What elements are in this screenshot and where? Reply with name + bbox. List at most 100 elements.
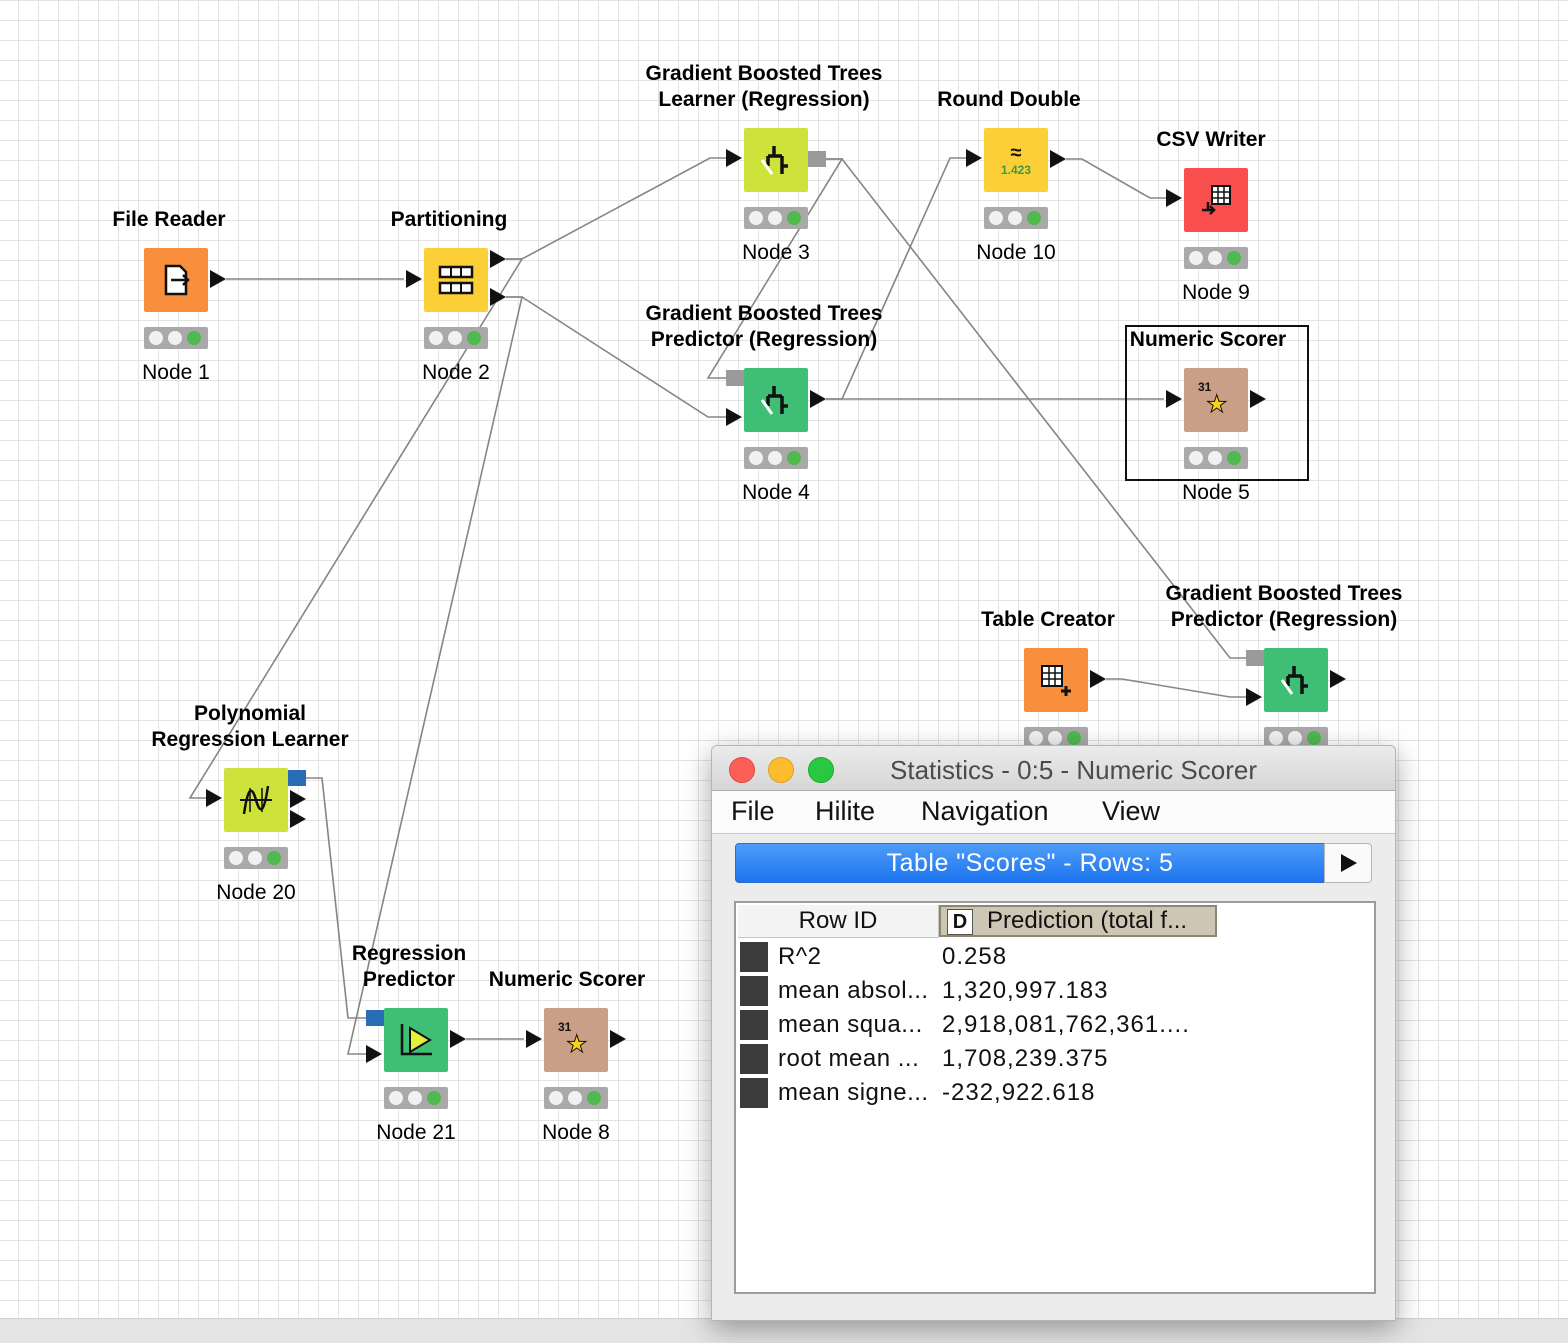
output-port[interactable] bbox=[1250, 390, 1266, 408]
model-input-port[interactable] bbox=[366, 1010, 384, 1026]
window-minimize-button[interactable] bbox=[768, 757, 794, 783]
input-port[interactable] bbox=[406, 270, 422, 288]
output-port[interactable] bbox=[450, 1030, 466, 1048]
table-row[interactable]: mean squa... 2,918,081,762,361.... bbox=[738, 1008, 1368, 1042]
output-port[interactable] bbox=[1050, 150, 1066, 168]
statistics-window: Statistics - 0:5 - Numeric Scorer File H… bbox=[711, 745, 1396, 1321]
node-label[interactable]: Node 3 bbox=[742, 241, 810, 264]
table-row[interactable]: R^2 0.258 bbox=[738, 940, 1368, 974]
input-port[interactable] bbox=[966, 149, 982, 167]
node-status-traffic-light bbox=[424, 327, 488, 349]
model-input-port[interactable] bbox=[726, 370, 744, 386]
table-row[interactable]: root mean ... 1,708,239.375 bbox=[738, 1042, 1368, 1076]
input-port[interactable] bbox=[1166, 390, 1182, 408]
row-id-cell: mean absol... bbox=[778, 977, 929, 1004]
node-label[interactable]: Node 20 bbox=[216, 881, 296, 904]
node-title: Partitioning bbox=[390, 208, 508, 231]
numeric-scorer-node[interactable]: 31 ★ bbox=[544, 1008, 608, 1072]
node-label[interactable]: Node 2 bbox=[422, 361, 490, 384]
node-title: Regression Predictor bbox=[351, 942, 467, 991]
output-port[interactable] bbox=[210, 270, 226, 288]
table-row[interactable]: mean signe... -232,922.618 bbox=[738, 1076, 1368, 1110]
approx-icon: ≈ bbox=[1010, 142, 1022, 164]
round-double-icon-text: 1.423 bbox=[1000, 163, 1032, 177]
node-status-traffic-light bbox=[1184, 247, 1248, 269]
input-port[interactable] bbox=[526, 1030, 542, 1048]
menu-navigation[interactable]: Navigation bbox=[921, 796, 1049, 826]
scores-table[interactable]: Row ID D Prediction (total f... R^2 0.25… bbox=[734, 901, 1376, 1294]
gbt-learner-node[interactable] bbox=[744, 128, 808, 192]
output-port[interactable] bbox=[610, 1030, 626, 1048]
output-port[interactable] bbox=[290, 790, 306, 808]
row-header-cell[interactable] bbox=[740, 1010, 768, 1040]
output-port[interactable] bbox=[1090, 670, 1106, 688]
input-port[interactable] bbox=[1166, 189, 1182, 207]
output-port[interactable] bbox=[290, 810, 306, 828]
menu-hilite[interactable]: Hilite bbox=[815, 796, 876, 826]
input-port[interactable] bbox=[206, 789, 222, 807]
value-cell: 2,918,081,762,361.... bbox=[942, 1011, 1190, 1038]
node-label[interactable]: Node 8 bbox=[542, 1121, 610, 1144]
model-output-port[interactable] bbox=[288, 770, 306, 786]
node-label[interactable]: Node 9 bbox=[1182, 281, 1250, 304]
output-port[interactable] bbox=[490, 288, 506, 306]
tree-predictor-icon bbox=[760, 386, 788, 415]
row-header-cell[interactable] bbox=[740, 1044, 768, 1074]
horizontal-scrollbar[interactable] bbox=[0, 1318, 1568, 1343]
menu-file[interactable]: File bbox=[731, 796, 775, 826]
value-cell: 0.258 bbox=[942, 943, 1008, 970]
scorer-icon-text: 31 bbox=[558, 1020, 572, 1034]
partitioning-node[interactable] bbox=[424, 248, 488, 312]
node-label[interactable]: Node 5 bbox=[1182, 481, 1250, 504]
node-label[interactable]: Node 21 bbox=[376, 1121, 456, 1144]
node-title: Gradient Boosted Trees Learner (Regressi… bbox=[645, 62, 883, 111]
file-reader-node[interactable] bbox=[144, 248, 208, 312]
menu-view[interactable]: View bbox=[1102, 796, 1161, 826]
node-label[interactable]: Node 1 bbox=[142, 361, 210, 384]
input-port[interactable] bbox=[726, 408, 742, 426]
node-status-traffic-light bbox=[1264, 727, 1328, 749]
predictor-icon bbox=[400, 1024, 432, 1056]
window-close-button[interactable] bbox=[729, 757, 755, 783]
output-port[interactable] bbox=[810, 390, 826, 408]
row-header-cell[interactable] bbox=[740, 976, 768, 1006]
row-header-cell[interactable] bbox=[740, 942, 768, 972]
input-port[interactable] bbox=[366, 1045, 382, 1063]
csv-writer-node[interactable] bbox=[1184, 168, 1248, 232]
column-header-row-id[interactable]: Row ID bbox=[738, 905, 939, 938]
column-header-prediction[interactable]: D Prediction (total f... bbox=[939, 905, 1217, 937]
csv-writer-icon bbox=[1202, 185, 1231, 215]
column-header-label: Prediction (total f... bbox=[987, 907, 1188, 934]
node-status-traffic-light bbox=[1184, 447, 1248, 469]
model-input-port[interactable] bbox=[1246, 650, 1264, 666]
gbt-predictor-node[interactable] bbox=[744, 368, 808, 432]
node-title: Numeric Scorer bbox=[1129, 328, 1287, 351]
table-title-bar: Table "Scores" - Rows: 5 bbox=[735, 843, 1325, 883]
round-double-node[interactable]: ≈ 1.423 bbox=[984, 128, 1048, 192]
gbt-predictor-node[interactable] bbox=[1264, 648, 1328, 712]
input-port[interactable] bbox=[1246, 688, 1262, 706]
node-label[interactable]: Node 10 bbox=[976, 241, 1056, 264]
node-label[interactable]: Node 4 bbox=[742, 481, 810, 504]
table-creator-node[interactable] bbox=[1024, 648, 1088, 712]
window-zoom-button[interactable] bbox=[808, 757, 834, 783]
table-row[interactable]: mean absol... 1,320,997.183 bbox=[738, 974, 1368, 1008]
node-status-traffic-light bbox=[384, 1087, 448, 1109]
regression-predictor-node[interactable] bbox=[384, 1008, 448, 1072]
numeric-scorer-node[interactable]: 31 ★ bbox=[1184, 368, 1248, 432]
table-expand-button[interactable] bbox=[1324, 843, 1372, 883]
input-port[interactable] bbox=[726, 149, 742, 167]
node-title: Round Double bbox=[937, 88, 1081, 111]
node-status-traffic-light bbox=[144, 327, 208, 349]
window-titlebar[interactable]: Statistics - 0:5 - Numeric Scorer bbox=[712, 746, 1395, 791]
row-id-cell: mean squa... bbox=[778, 1011, 923, 1038]
wire-tablecreator-gbt2 bbox=[1106, 678, 1248, 698]
polynomial-regression-learner-node[interactable] bbox=[224, 768, 288, 832]
output-port[interactable] bbox=[1330, 670, 1346, 688]
wire-node2-node21 bbox=[346, 296, 524, 1055]
node-status-traffic-light bbox=[744, 447, 808, 469]
row-header-cell[interactable] bbox=[740, 1078, 768, 1108]
output-port[interactable] bbox=[490, 250, 506, 268]
model-output-port[interactable] bbox=[808, 151, 826, 167]
